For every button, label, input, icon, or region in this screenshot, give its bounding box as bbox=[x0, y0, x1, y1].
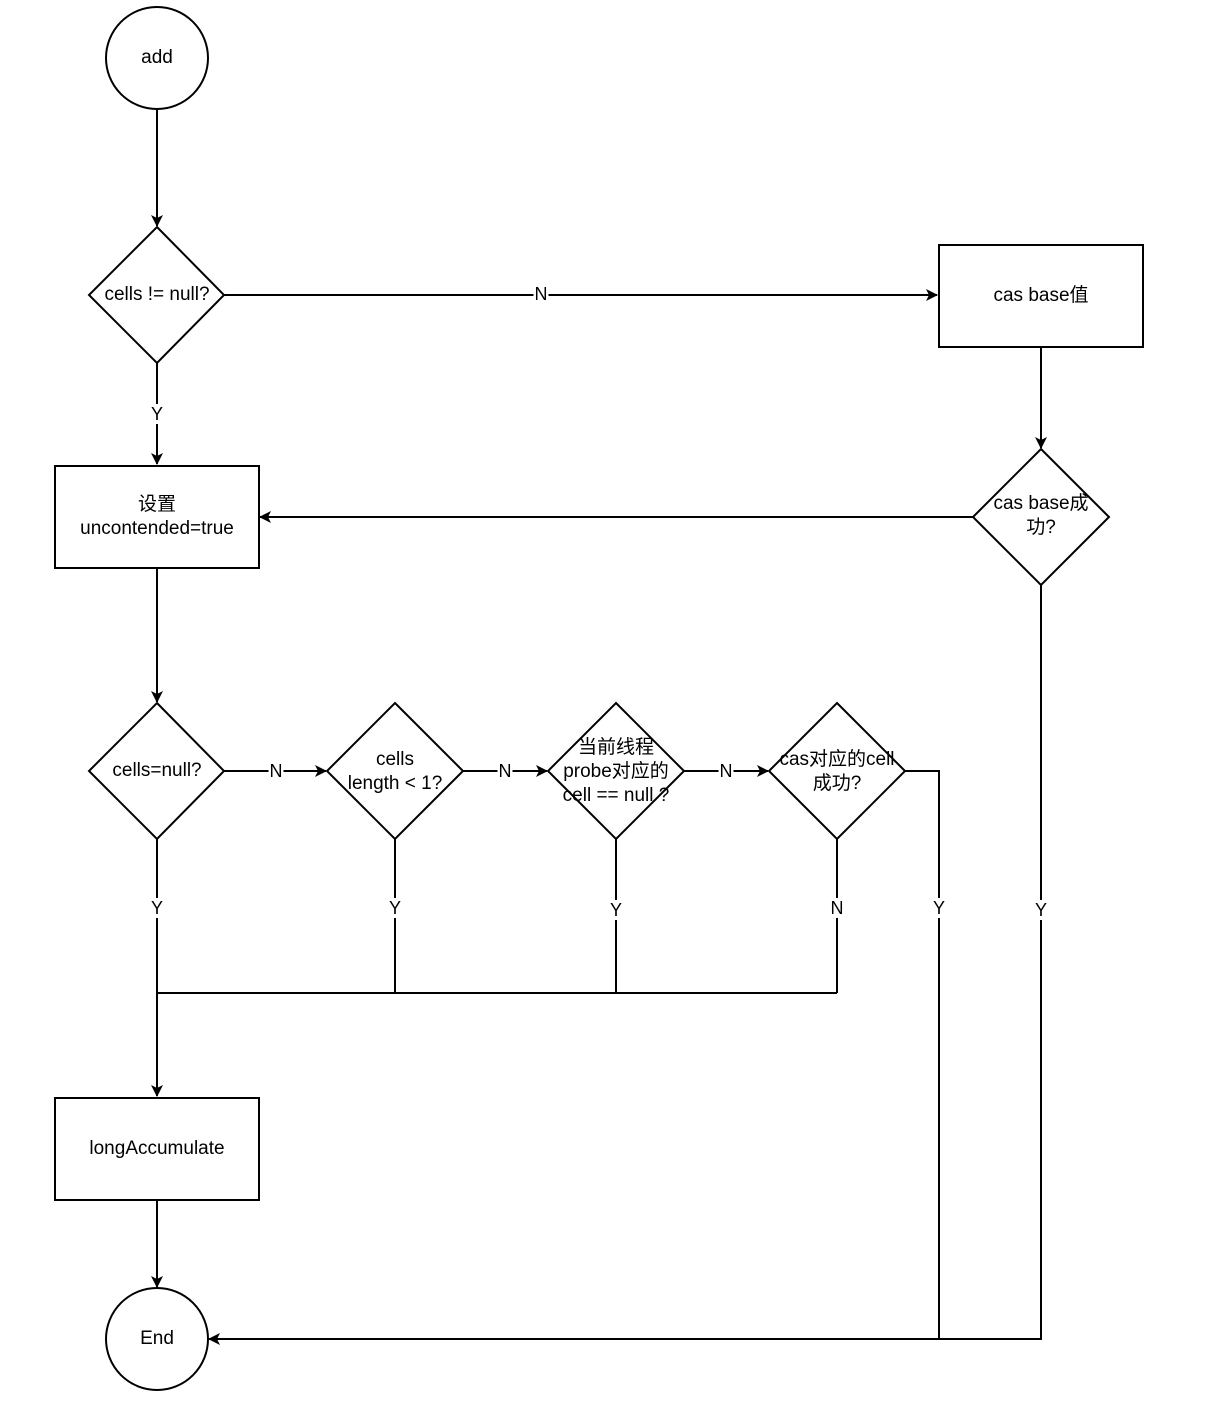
edge-label-cells-length-no: N bbox=[497, 761, 513, 781]
edge-label-cells-not-null-no: N bbox=[533, 284, 549, 304]
edge-label-probe-cell-null-no: N bbox=[718, 761, 734, 781]
decision-cells-length bbox=[325, 701, 465, 841]
edge-label-cells-null-yes: Y bbox=[149, 898, 165, 918]
edge-cas-base-success-yes bbox=[208, 585, 1042, 1345]
process-cas-base bbox=[938, 244, 1144, 348]
edge-label-cells-null-no: N bbox=[268, 761, 284, 781]
edge-label-probe-cell-null-yes: Y bbox=[608, 900, 624, 920]
process-set-uncontended bbox=[54, 465, 260, 569]
edge-cas-cell-yes bbox=[905, 770, 940, 1339]
edge-label-cas-cell-no: N bbox=[829, 898, 845, 918]
process-long-accumulate bbox=[54, 1097, 260, 1201]
edge-label-cas-cell-yes: Y bbox=[931, 898, 947, 918]
edge-label-cells-length-yes: Y bbox=[387, 898, 403, 918]
decision-cells-not-null bbox=[87, 225, 226, 365]
edge-label-cells-not-null-yes: Y bbox=[149, 404, 165, 424]
decision-cells-null bbox=[87, 701, 226, 841]
decision-probe-cell-null bbox=[546, 701, 686, 841]
edge-label-cas-base-yes: Y bbox=[1033, 900, 1049, 920]
decision-cas-base-success bbox=[971, 447, 1111, 587]
decision-cas-cell-success bbox=[767, 701, 907, 841]
end-node bbox=[105, 1287, 209, 1391]
start-node-add bbox=[105, 6, 209, 110]
